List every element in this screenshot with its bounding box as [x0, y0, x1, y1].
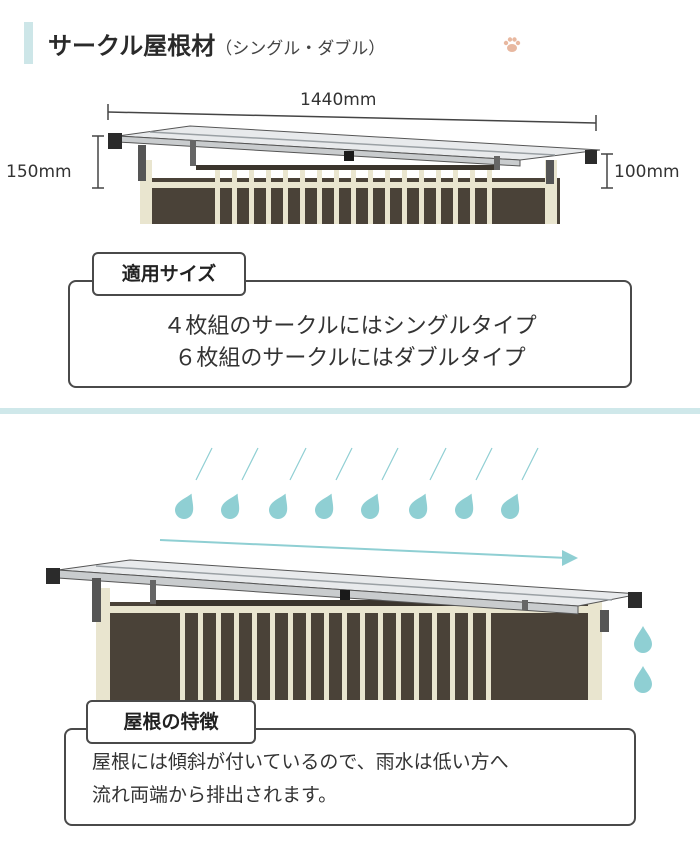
- section-divider: [0, 408, 700, 414]
- size-info-line-2: ６枚組のサークルにはダブルタイプ: [174, 346, 526, 371]
- page-title: サークル屋根材（シングル・ダブル）: [48, 26, 385, 61]
- left-height-dimension-label: 150mm: [6, 162, 72, 182]
- page-title-main: サークル屋根材: [48, 32, 216, 60]
- width-dimension-label: 1440mm: [300, 90, 377, 110]
- page-title-subtitle: （シングル・ダブル）: [215, 39, 386, 59]
- right-height-dimension-line: [601, 153, 613, 189]
- water-flow-arrow: [159, 539, 578, 566]
- paw-icon: [503, 37, 521, 52]
- size-info-line-1: ４枚組のサークルにはシングルタイプ: [163, 314, 537, 339]
- feature-info-box: 屋根には傾斜が付いているので、雨水は低い方へ 流れ両端から排出されます。: [64, 728, 636, 826]
- size-info-box: ４枚組のサークルにはシングルタイプ ６枚組のサークルにはダブルタイプ: [68, 280, 632, 388]
- dripping-drops: [634, 626, 652, 693]
- size-info-tag: 適用サイズ: [92, 252, 246, 296]
- left-height-dimension-line: [92, 135, 104, 189]
- feature-info-line-2: 流れ両端から排出されます。: [92, 784, 338, 806]
- rain-drops: [172, 447, 539, 522]
- roof-dimension-illustration: [92, 104, 613, 224]
- circle-fence-large: [96, 588, 602, 700]
- roof-panel: [108, 125, 601, 184]
- feature-info-line-1: 屋根には傾斜が付いているので、雨水は低い方へ: [92, 751, 509, 773]
- roof-panel-large: [46, 559, 642, 632]
- title-accent-bar: [24, 22, 33, 64]
- right-height-dimension-label: 100mm: [614, 162, 680, 182]
- width-dimension-line: [107, 104, 597, 131]
- rain-roof-illustration: [46, 447, 652, 700]
- feature-info-tag: 屋根の特徴: [86, 700, 256, 744]
